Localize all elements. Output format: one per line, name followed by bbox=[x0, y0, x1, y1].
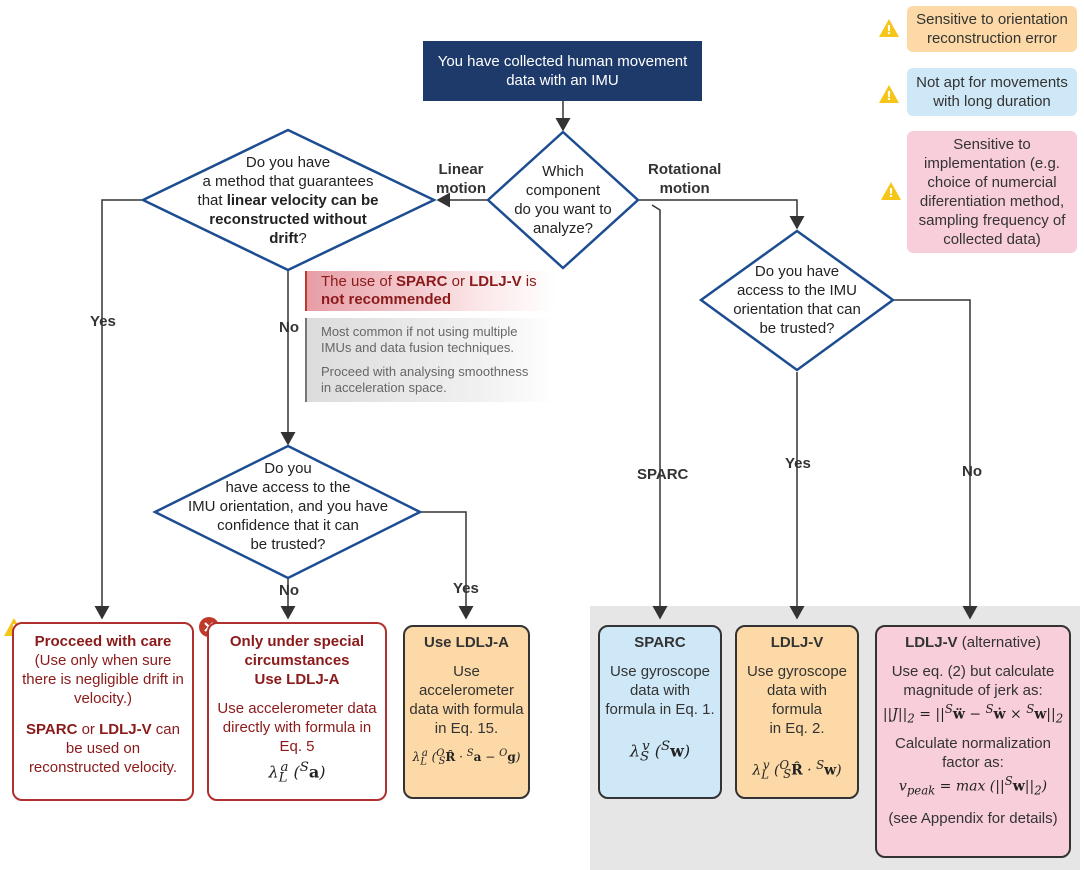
output-ldlj-v: LDLJ-V Use gyroscope data with formula i… bbox=[735, 625, 859, 799]
start-line1: You have collected human movement bbox=[437, 53, 688, 70]
edge-yes-left bbox=[94, 199, 143, 620]
edge-rotational bbox=[638, 199, 805, 230]
label-no-lower: No bbox=[279, 582, 299, 599]
start-line2: data with an IMU bbox=[506, 72, 619, 89]
note-acceleration-space: Most common if not using multiple IMUs a… bbox=[305, 318, 556, 402]
output-proceed-with-care: Procceed with care (Use only when sure t… bbox=[12, 622, 194, 801]
decision-orientation-right-text: Do you have access to the IMU orientatio… bbox=[733, 263, 861, 337]
edge-no-right bbox=[893, 299, 978, 620]
label-no-mid: No bbox=[279, 319, 299, 336]
edge-sparc bbox=[651, 204, 668, 620]
decision-orientation-left-text: Do you have access to the IMU orientatio… bbox=[187, 459, 389, 553]
label-no-right: No bbox=[962, 463, 982, 480]
start-box: You have collected human movement data w… bbox=[423, 41, 702, 101]
decision-orientation-right-diamond bbox=[698, 229, 896, 372]
output-ldlj-v-alternative: LDLJ-V (alternative) Use eq. (2) but cal… bbox=[875, 625, 1071, 858]
output-use-ldlj-a: Use LDLJ-A Use accelerometer data with f… bbox=[403, 625, 530, 799]
formula-ldlj-a-special: λLa (Sa) bbox=[268, 760, 326, 786]
svg-text:!: ! bbox=[886, 23, 891, 37]
formula-normalization: vpeak = max (||Sw||2) bbox=[898, 774, 1048, 798]
output-special-circumstances: Only under special circumstances Use LDL… bbox=[207, 622, 387, 801]
warning-icon: ! bbox=[879, 85, 899, 103]
edge-yes-lower bbox=[420, 511, 474, 620]
label-sparc: SPARC bbox=[637, 466, 689, 483]
formula-ldlj-a: λLa (OSR̂ · Sa − Og) bbox=[412, 748, 521, 768]
label-yes-left: Yes bbox=[90, 313, 116, 330]
warning-icon: ! bbox=[879, 19, 899, 37]
label-yes-lower: Yes bbox=[453, 580, 479, 597]
decision-velocity-text: Do you have a method that guarantees tha… bbox=[197, 153, 379, 247]
label-yes-right: Yes bbox=[785, 455, 811, 472]
decision-component-text: Which component do you want to analyze? bbox=[514, 163, 612, 237]
decision-velocity-diamond bbox=[140, 128, 437, 272]
decision-component-diamond bbox=[486, 130, 640, 270]
output-sparc: SPARC Use gyroscope data with formula in… bbox=[598, 625, 722, 799]
formula-sparc: λSv (Sw) bbox=[629, 739, 691, 765]
formula-jerk-magnitude: ||J||2 = ||Sẅ − Sẇ × Sw||2 bbox=[882, 702, 1064, 726]
formula-ldlj-v: λLv (OSR̂ · Sw) bbox=[752, 758, 842, 782]
warning-icon: ! bbox=[881, 182, 901, 200]
decision-orientation-left-diamond bbox=[152, 444, 423, 580]
svg-text:!: ! bbox=[888, 186, 893, 200]
note-not-recommended: The use of SPARC or LDLJ-V is not recomm… bbox=[305, 271, 556, 311]
svg-text:!: ! bbox=[886, 89, 891, 103]
